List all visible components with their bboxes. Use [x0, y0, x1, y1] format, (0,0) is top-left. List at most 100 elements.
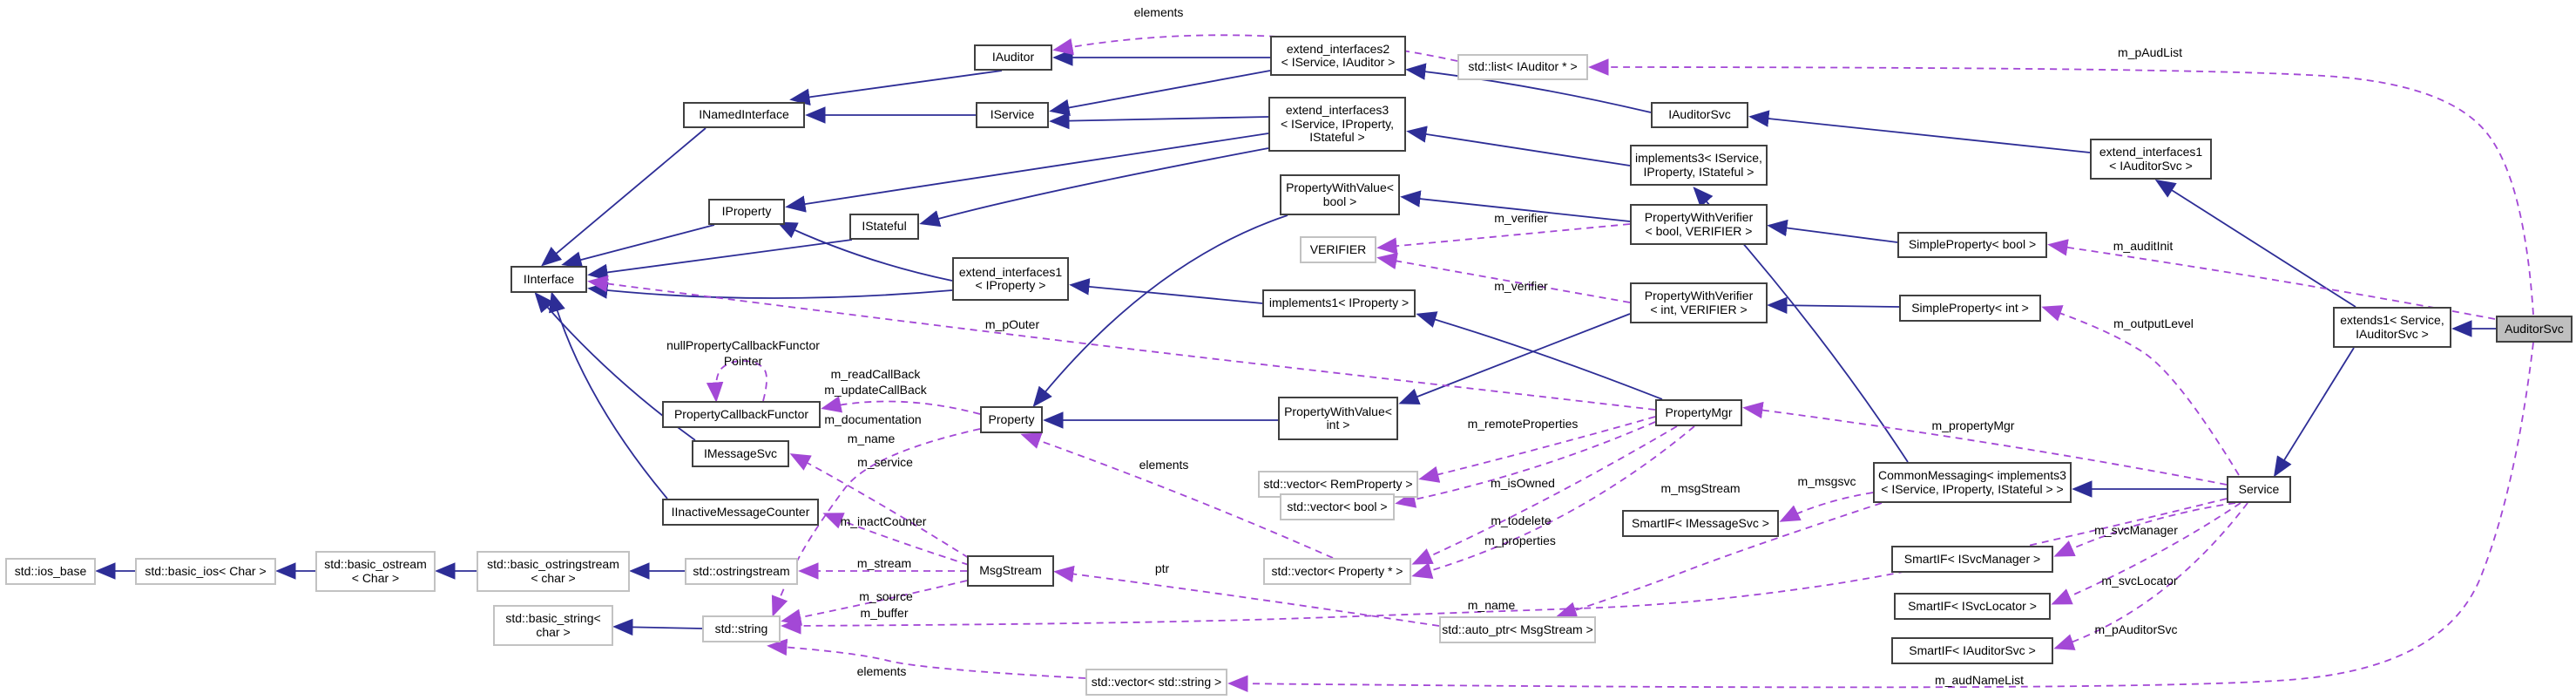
edge-m-pAuditorSvc [2053, 502, 2248, 650]
edge-iinactive-to-iinterface [549, 291, 668, 500]
node-label-line: < char > [531, 570, 576, 585]
node-label-line: PropertyWithVerifier [1644, 210, 1754, 224]
node-auto-ptr-msgstream: std::auto_ptr< MsgStream > [1439, 616, 1596, 643]
node-smartif-imessagesvc[interactable]: SmartIF< IMessageSvc > [1622, 510, 1779, 537]
node-label-line: PropertyWithValue< [1284, 404, 1392, 418]
edge-label-m-source-buffer-1: m_buffer [860, 606, 909, 620]
node-label-line: AuditorSvc [2505, 321, 2564, 336]
node-label-line: char > [536, 624, 571, 639]
edge-elements-vecstring [767, 638, 1086, 679]
node-label-line: Property [988, 411, 1035, 426]
node-std-string: std::string [702, 615, 781, 642]
node-std-basic-ostream: std::basic_ostream< Char > [315, 551, 436, 592]
node-label-line: SmartIF< IAuditorSvc > [1909, 642, 2036, 657]
edge-ei1p-to-iinterface [587, 282, 953, 299]
node-label-line: extend_interfaces1 [2099, 145, 2203, 159]
node-smartif-isvclocator[interactable]: SmartIF< ISvcLocator > [1894, 593, 2051, 620]
edge-label-elements-list-iauditor: elements [1133, 5, 1184, 19]
node-propertywithverifier-int[interactable]: PropertyWithVerifier< int, VERIFIER > [1630, 282, 1768, 323]
node-iinactivemessagecounter[interactable]: IInactiveMessageCounter [662, 499, 819, 526]
edge-label-m-source-buffer: m_source [859, 589, 913, 603]
edge-label-m-properties: m_properties [1484, 533, 1556, 547]
node-iauditor[interactable]: IAuditor [974, 44, 1052, 71]
node-label-line: < Char > [351, 570, 400, 585]
node-label-line: < IAuditorSvc > [2109, 158, 2193, 173]
edge-label-m-msgsvc: m_msgsvc [1797, 474, 1856, 488]
edge-label-m-todelete: m_todelete [1491, 513, 1552, 527]
node-label-line: < IProperty > [975, 278, 1046, 292]
edge-pwvbool-to-property [1032, 214, 1288, 408]
edge-label-m-documentation-name-1: m_name [847, 432, 896, 445]
node-label-line: std::ios_base [14, 563, 87, 578]
edge-label-m-msgStream: m_msgStream [1660, 481, 1741, 495]
edge-m-readCallBack [821, 396, 981, 415]
edge-ei2-to-iservice [1049, 70, 1271, 117]
node-iinterface[interactable]: IInterface [510, 266, 587, 293]
node-std-basic-ios: std::basic_ios< Char > [135, 558, 276, 585]
edge-label-m-isOwned: m_isOwned [1491, 476, 1555, 490]
node-simpleproperty-bool[interactable]: SimpleProperty< bool > [1897, 232, 2047, 258]
node-label-line: extend_interfaces1 [958, 264, 1063, 279]
edge-label-nullPropertyCallbackFunctorPointer-1: Pointer [723, 354, 763, 368]
edge-m-pAudList [1588, 58, 2534, 316]
edge-m-verifier-int [1376, 252, 1631, 303]
node-label-line: < IService, IAuditor > [1281, 55, 1396, 69]
node-extend-interfaces3[interactable]: extend_interfaces3< IService, IProperty,… [1268, 97, 1406, 152]
node-iservice[interactable]: IService [976, 102, 1049, 128]
node-extend-interfaces1-iproperty[interactable]: extend_interfaces1< IProperty > [952, 257, 1069, 301]
edge-m-todelete [1411, 425, 1678, 565]
node-implements3[interactable]: implements3< IService,IProperty, IStatef… [1630, 145, 1768, 186]
node-propertymgr[interactable]: PropertyMgr [1655, 399, 1742, 426]
node-istateful[interactable]: IStateful [849, 214, 919, 240]
node-propertycallbackfunctor[interactable]: PropertyCallbackFunctor [662, 401, 821, 428]
edge-label-m-verifier-bool: m_verifier [1494, 211, 1548, 225]
node-std-list-iauditor: std::list< IAuditor * > [1457, 54, 1588, 80]
node-inamedinterface[interactable]: INamedInterface [683, 102, 805, 128]
node-commonmessaging[interactable]: CommonMessaging< implements3< IService, … [1873, 462, 2072, 503]
node-msgstream[interactable]: MsgStream [967, 555, 1054, 587]
node-label-line: IProperty, IStateful > [1643, 164, 1755, 179]
node-vector-remproperty: std::vector< RemProperty > [1258, 471, 1418, 498]
edge-extends1-to-service [2273, 347, 2355, 478]
node-propertywithverifier-bool[interactable]: PropertyWithVerifier< bool, VERIFIER > [1630, 204, 1768, 245]
node-smartif-isvcmanager[interactable]: SmartIF< ISvcManager > [1891, 546, 2053, 573]
node-implements1[interactable]: implements1< IProperty > [1262, 289, 1416, 317]
edge-label-ptr: ptr [1154, 561, 1170, 575]
edge-label-m-outputLevel: m_outputLevel [2113, 316, 2194, 330]
node-label-line: std::vector< RemProperty > [1263, 476, 1413, 491]
node-simpleproperty-int[interactable]: SimpleProperty< int > [1899, 295, 2041, 322]
node-label-line: Service [2238, 481, 2280, 496]
node-propertywithvalue-bool[interactable]: PropertyWithValue<bool > [1280, 174, 1400, 215]
node-label-line: extend_interfaces2 [1286, 41, 1390, 56]
node-imessagesvc[interactable]: IMessageSvc [692, 440, 789, 467]
edge-label-m-pOuter: m_pOuter [984, 317, 1040, 331]
node-property[interactable]: Property [980, 406, 1043, 433]
node-extends1[interactable]: extends1< Service,IAuditorSvc > [2333, 307, 2451, 348]
node-label-line: IAuditor [991, 50, 1035, 65]
node-label-line: bool > [1322, 194, 1357, 208]
edge-m-propertyMgr [1742, 401, 2228, 486]
node-smartif-iauditorsvc[interactable]: SmartIF< IAuditorSvc > [1891, 637, 2053, 664]
node-propertywithvalue-int[interactable]: PropertyWithValue<int > [1278, 397, 1398, 440]
node-vector-bool: std::vector< bool > [1280, 493, 1395, 520]
node-extend-interfaces1-iauditorsvc[interactable]: extend_interfaces1< IAuditorSvc > [2090, 139, 2212, 180]
node-label-line: std::ostringstream [693, 563, 790, 578]
edge-label-m-svcLocator: m_svcLocator [2101, 574, 2178, 588]
node-service[interactable]: Service [2227, 476, 2291, 503]
edge-label-m-readCallBack-1: m_updateCallBack [824, 383, 927, 397]
node-extend-interfaces2[interactable]: extend_interfaces2< IService, IAuditor > [1270, 36, 1406, 76]
node-label-line: std::string [714, 621, 768, 635]
node-iauditorsvc[interactable]: IAuditorSvc [1651, 102, 1748, 128]
node-label-line: std::basic_ostream [324, 557, 427, 571]
edge-label-m-inactCounter: m_inactCounter [840, 514, 927, 528]
edge-spbool-to-pwvfbool [1767, 219, 1898, 243]
node-label-line: SimpleProperty< int > [1911, 300, 2029, 315]
edge-pwvfint-to-pwvint [1398, 313, 1631, 405]
node-label-line: IService [990, 107, 1035, 122]
edge-label-m-stream: m_stream [856, 556, 912, 570]
node-iproperty[interactable]: IProperty [708, 199, 785, 225]
node-label-line: IMessageSvc [703, 445, 778, 460]
node-label-line: < int, VERIFIER > [1650, 302, 1748, 316]
